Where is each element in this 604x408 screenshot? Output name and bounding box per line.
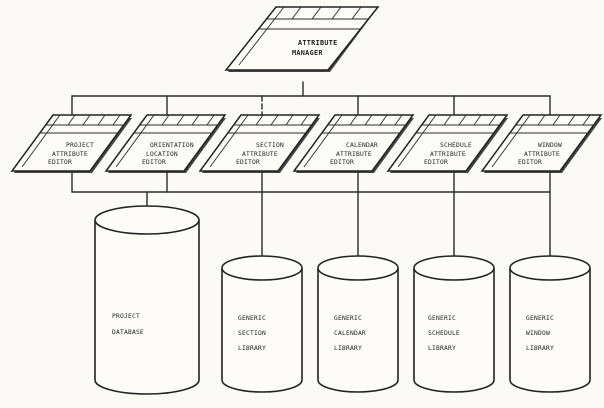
editor-section-line3: EDITOR	[236, 159, 260, 166]
editor-project-line1: PROJECT	[66, 142, 94, 149]
db-section-line3: LIBRARY	[238, 345, 266, 352]
editor-section-line2: ATTRIBUTE	[242, 151, 278, 158]
editor-schedule-line3: EDITOR	[424, 159, 448, 166]
editor-calendar-line2: ATTRIBUTE	[336, 151, 372, 158]
editor-section-line1: SECTION	[256, 142, 284, 149]
db-calendar-line3: LIBRARY	[334, 345, 362, 352]
db-window-line1: GENERIC	[526, 315, 554, 322]
db-calendar-line1: GENERIC	[334, 315, 362, 322]
db-schedule-line2: SCHEDULE	[428, 330, 460, 337]
editor-project-line3: EDITOR	[48, 159, 72, 166]
editor-panel-calendar: CALENDAR ATTRIBUTE EDITOR	[292, 114, 415, 173]
editor-panel-schedule: SCHEDULE ATTRIBUTE EDITOR	[386, 114, 509, 173]
editor-window-line2: ATTRIBUTE	[524, 151, 560, 158]
cylinder-calendar-library: GENERIC CALENDAR LIBRARY	[317, 255, 399, 393]
editor-panel-orientation: ORIENTATION LOCATION EDITOR	[104, 114, 227, 173]
editor-orientation-line3: EDITOR	[142, 159, 166, 166]
cylinder-section-library: GENERIC SECTION LIBRARY	[221, 255, 303, 393]
editor-orientation-line1: ORIENTATION	[150, 142, 194, 149]
db-project-line2: DATABASE	[112, 329, 144, 336]
db-window-line2: WINDOW	[526, 330, 550, 337]
editor-schedule-line1: SCHEDULE	[440, 142, 472, 149]
editor-panel-project: PROJECT ATTRIBUTE EDITOR	[10, 114, 133, 173]
manager-label-line2: MANAGER	[292, 49, 323, 57]
db-schedule-line3: LIBRARY	[428, 345, 456, 352]
editor-schedule-line2: ATTRIBUTE	[430, 151, 466, 158]
editor-panel-section: SECTION ATTRIBUTE EDITOR	[198, 114, 321, 173]
db-project-line1: PROJECT	[112, 313, 140, 320]
editor-panel-window: WINDOW ATTRIBUTE EDITOR	[480, 114, 603, 173]
editor-window-line3: EDITOR	[518, 159, 542, 166]
editor-bus-bottom	[71, 170, 551, 193]
editor-calendar-line1: CALENDAR	[346, 142, 378, 149]
db-schedule-line1: GENERIC	[428, 315, 456, 322]
editor-project-line2: ATTRIBUTE	[52, 151, 88, 158]
editor-orientation-line2: LOCATION	[146, 151, 178, 158]
editor-window-line1: WINDOW	[538, 142, 562, 149]
editor-calendar-line3: EDITOR	[330, 159, 354, 166]
attribute-manager-panel: ATTRIBUTE MANAGER	[224, 6, 380, 72]
cylinder-schedule-library: GENERIC SCHEDULE LIBRARY	[413, 255, 495, 393]
db-calendar-line2: CALENDAR	[334, 330, 366, 337]
db-section-line2: SECTION	[238, 330, 266, 337]
db-window-line3: LIBRARY	[526, 345, 554, 352]
db-section-line1: GENERIC	[238, 315, 266, 322]
cylinder-window-library: GENERIC WINDOW LIBRARY	[509, 255, 591, 393]
manager-label-line1: ATTRIBUTE	[298, 39, 338, 47]
cylinder-project-database: PROJECT DATABASE	[94, 205, 200, 395]
